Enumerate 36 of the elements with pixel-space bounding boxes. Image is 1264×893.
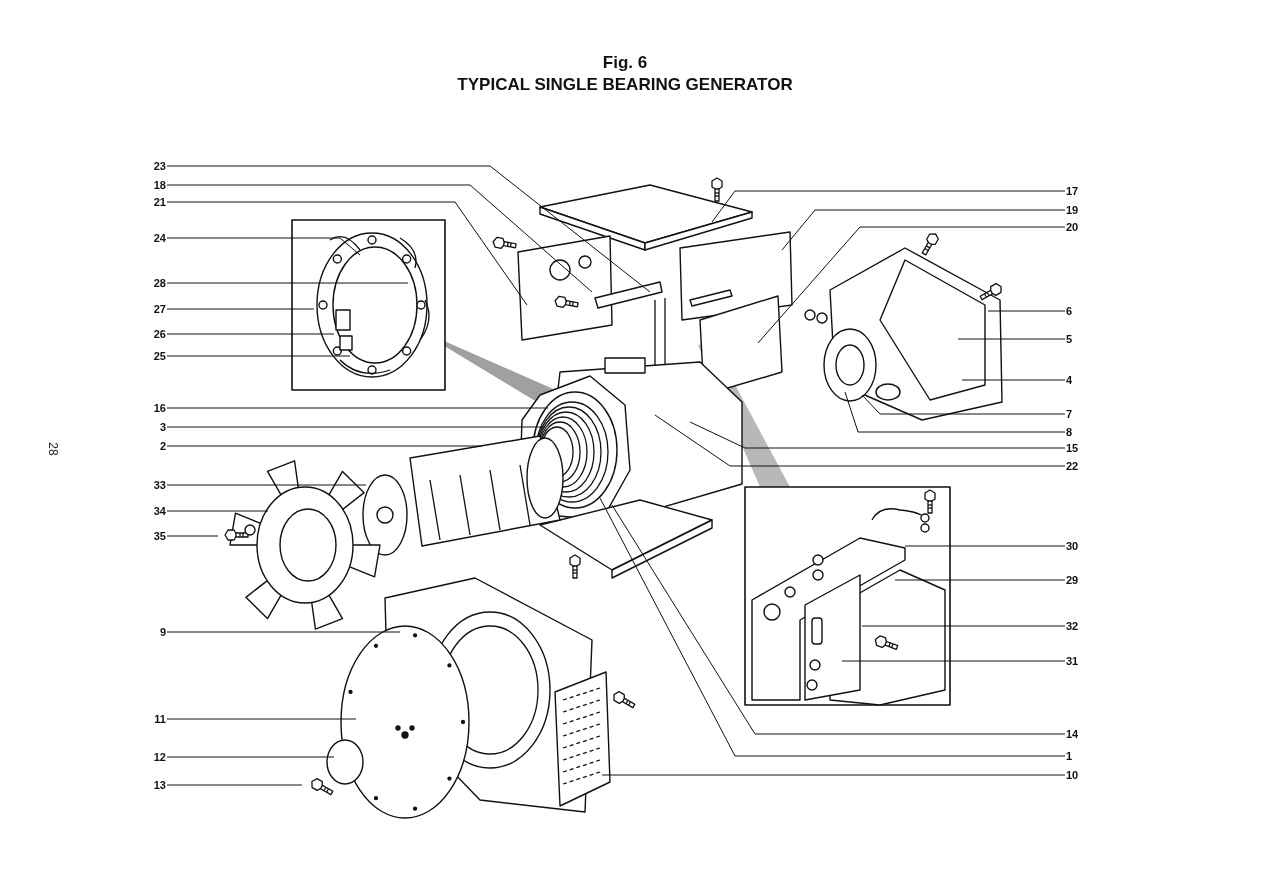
leader-line	[689, 421, 1066, 449]
leader-line	[166, 484, 367, 486]
leader-line	[166, 784, 303, 786]
leader-line	[166, 201, 528, 306]
leader-line	[166, 333, 335, 335]
leader-line	[654, 414, 1066, 467]
figure-number: Fig. 6	[602, 53, 648, 72]
leader-line	[987, 310, 1066, 312]
figure-title: TYPICAL SINGLE BEARING GENERATOR	[457, 75, 793, 94]
leader-line	[166, 407, 549, 409]
leader-line	[166, 308, 315, 310]
leader-line	[861, 625, 1066, 627]
leader-line	[166, 756, 335, 758]
leader-line	[711, 190, 1066, 223]
leader-line	[894, 579, 1066, 581]
leader-line	[961, 379, 1066, 381]
leader-line	[166, 718, 357, 720]
leader-line	[861, 394, 1066, 415]
leader-line	[166, 282, 409, 284]
leader-line	[781, 209, 1066, 251]
leader-line	[844, 391, 1066, 433]
leader-line	[166, 355, 351, 357]
page-number: 28	[45, 442, 60, 456]
leader-line	[166, 165, 651, 293]
leader-line	[757, 226, 1066, 344]
leader-line	[166, 184, 593, 293]
leader-line	[166, 631, 401, 633]
leader-line	[166, 510, 269, 512]
leader-line	[166, 237, 361, 256]
leader-line	[957, 338, 1066, 340]
leader-line	[841, 660, 1066, 662]
leader-line	[904, 545, 1066, 547]
leader-line	[166, 426, 546, 428]
leader-line	[601, 774, 1066, 776]
leader-line	[166, 445, 483, 447]
leader-line	[166, 535, 219, 537]
